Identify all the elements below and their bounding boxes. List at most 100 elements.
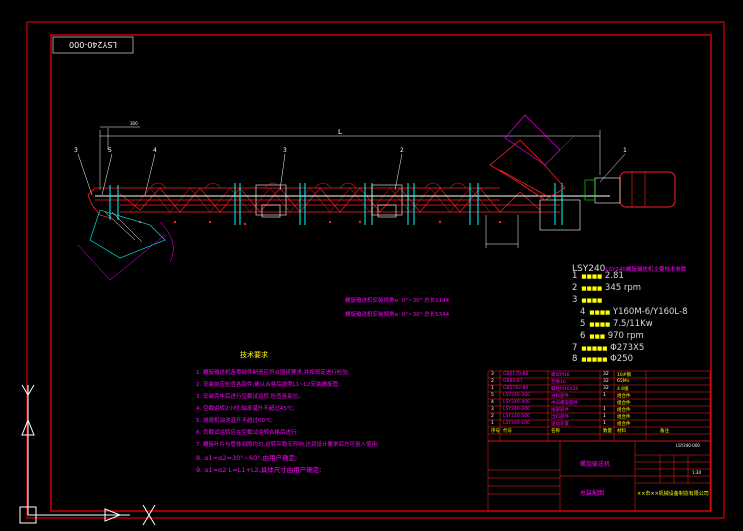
bom-cell-unit: 10#钢 bbox=[617, 373, 631, 378]
spec-row-7: 7■■■■■ Φ273X5 bbox=[572, 343, 645, 353]
bom-cell-no: 1 bbox=[491, 421, 494, 426]
inlet-section bbox=[77, 209, 174, 281]
svg-text:3: 3 bbox=[74, 147, 78, 154]
screw-flights-2 bbox=[129, 187, 491, 213]
drive-motor bbox=[584, 171, 676, 208]
bom-header-code: 代号 bbox=[503, 429, 512, 434]
hanger-bearings bbox=[109, 183, 563, 225]
bom-header-name: 名称 bbox=[551, 429, 560, 434]
title-scale: 1:30 bbox=[692, 470, 701, 475]
bom-cell-code: LSY240-200 bbox=[503, 407, 530, 412]
svg-text:5: 5 bbox=[108, 147, 112, 154]
bom-cell-unit: 65Mn bbox=[617, 379, 630, 384]
bom-cell-qty: 1 bbox=[603, 407, 606, 412]
bom-cell-no: 4 bbox=[491, 400, 494, 405]
bom-cell-name: 进料部件 bbox=[551, 394, 569, 399]
tech-req-4: 4. 空载运转2小时,轴承温升不超过45℃; bbox=[196, 406, 295, 412]
bom-cell-unit: 组合件 bbox=[617, 415, 631, 420]
bom-cell-no: 3 bbox=[491, 372, 494, 377]
bom-header-no: 序号 bbox=[491, 429, 500, 434]
bom-cell-no: 1 bbox=[491, 386, 494, 391]
flange-bumps bbox=[149, 182, 467, 189]
bom-cell-code: LSY240-400 bbox=[503, 400, 530, 405]
tech-req-7: 7. 螺旋叶片与管体间隙均匀,运转平稳无异响,达到设计要求后方可投入使用; bbox=[196, 442, 379, 448]
drawing-number-stamp: LSY240-000 bbox=[69, 40, 117, 49]
tech-req-heading: 技术要求 bbox=[240, 351, 268, 359]
bom-cell-code: LSY240-500 bbox=[503, 414, 530, 419]
dim-top-label: 300 bbox=[130, 121, 138, 126]
discharge-chute bbox=[489, 139, 566, 201]
title-block-grid bbox=[487, 440, 711, 512]
bom-cell-name: 螺栓M16X50 bbox=[551, 387, 579, 392]
ucs-axis-icon bbox=[19, 384, 156, 526]
bom-cell-code: GB6170-86 bbox=[503, 372, 529, 377]
spec-title: LSY240LSY240螺旋输送机主要技术参数 bbox=[572, 264, 687, 274]
inlet-hopper-outline bbox=[504, 114, 561, 166]
bom-cell-qty: 32 bbox=[603, 372, 609, 377]
bom-cell-no: 5 bbox=[491, 393, 494, 398]
bom-cell-qty: 32 bbox=[603, 379, 609, 384]
bom-cell-no: 2 bbox=[491, 379, 494, 384]
title-assembly: 总装配图 bbox=[580, 490, 605, 497]
bom-cell-unit: 组合件 bbox=[617, 401, 631, 406]
svg-text:1: 1 bbox=[623, 147, 627, 154]
svg-text:4: 4 bbox=[153, 147, 157, 154]
bom-cell-name: 尾部部件 bbox=[551, 408, 569, 413]
spec-row-5: 5■■■■ 7.5/11Kw bbox=[580, 319, 653, 329]
title-company: ××市××机械设备制造有限公司 bbox=[637, 491, 709, 497]
bom-cell-no: 2 bbox=[491, 414, 494, 419]
bom-cell-qty: 32 bbox=[603, 386, 609, 391]
drawing-border-inner bbox=[50, 34, 712, 512]
bom-cell-code: LSY240-100 bbox=[503, 421, 530, 426]
tech-req-6: 6. 负载试运转应在空载试运转合格后进行; bbox=[196, 430, 299, 436]
spec-row-4: 4■■■■ Y160M-6/Y160L-8 bbox=[580, 307, 688, 317]
bom-header-note: 备注 bbox=[660, 429, 669, 434]
drawing-border-outer bbox=[26, 21, 725, 519]
bom-header-unit: 材料 bbox=[617, 429, 626, 434]
support-brackets bbox=[255, 184, 581, 231]
tech-req-8: 8. α1=α2=30°~60°,由用户确定; bbox=[196, 454, 298, 462]
drawing-number-stamp-box bbox=[52, 36, 134, 54]
bom-cell-code: LSY240-300 bbox=[503, 393, 530, 398]
callout-leaders bbox=[77, 153, 626, 196]
title-drawing-no: LSY240-000 bbox=[676, 443, 700, 448]
install-note-2: 螺旋输送机安装倾角α: 0°~30° 总长5344 bbox=[345, 312, 450, 318]
install-note-1: 螺旋输送机安装倾角α: 0°~30° 总长1144 bbox=[345, 298, 450, 304]
tech-req-9: 9. α1=α2 L=L1+L2,具体尺寸由用户确定; bbox=[196, 466, 322, 474]
spec-row-6: 6■■■ 970 rpm bbox=[580, 331, 644, 341]
tech-req-3: 3. 安装完毕后进行空载试运转,检查各部位。 bbox=[196, 394, 304, 400]
bom-table-grid bbox=[487, 370, 711, 442]
svg-text:2: 2 bbox=[400, 147, 404, 154]
bom-cell-qty: 1 bbox=[603, 393, 606, 398]
chute-dim-1 bbox=[559, 134, 576, 151]
bom-cell-name: 驱动装置 bbox=[551, 422, 569, 427]
spec-row-3: 3■■■■ bbox=[572, 295, 603, 305]
bom-cell-code: GB93-87 bbox=[503, 379, 523, 384]
bom-cell-name: 螺母M16 bbox=[551, 373, 570, 378]
bom-header-qty: 数量 bbox=[603, 429, 612, 434]
tech-req-1: 1. 螺旋输送机各零部件制造应符合图纸要求,并按规定进行检验; bbox=[196, 370, 350, 376]
bom-cell-unit: 组合件 bbox=[617, 422, 631, 427]
length-label: L bbox=[338, 128, 342, 136]
overall-dimension bbox=[99, 126, 601, 190]
callout-numbers: 3 5 4 3 2 1 bbox=[74, 147, 627, 154]
spec-row-2: 2■■■■ 345 rpm bbox=[572, 283, 642, 293]
tech-req-2: 2. 安装前应检查各部件,确认合格后按照L1~L2安装螺旋管; bbox=[196, 382, 340, 388]
bom-cell-name: 出料部件 bbox=[551, 415, 569, 420]
bom-cell-qty: 1 bbox=[603, 421, 606, 426]
bom-cell-name: 垫圈16 bbox=[551, 380, 566, 385]
bottom-dimension bbox=[485, 215, 519, 248]
svg-text:3: 3 bbox=[283, 147, 287, 154]
tech-req-5: 5. 减速机油池温升不超过60℃; bbox=[196, 418, 274, 424]
bom-cell-no: 3 bbox=[491, 407, 494, 412]
support-feet bbox=[138, 220, 502, 226]
spec-row-8: 8■■■■■ Φ250 bbox=[572, 354, 634, 364]
spec-row-1: 1■■■■ 2.81 bbox=[572, 271, 624, 281]
bom-cell-unit: 组合件 bbox=[617, 408, 631, 413]
bom-cell-unit: 4.6级 bbox=[617, 387, 629, 392]
bom-cell-unit: 组合件 bbox=[617, 394, 631, 399]
bom-cell-name: 中间螺旋部件 bbox=[551, 401, 578, 406]
bom-cell-code: GB5782-86 bbox=[503, 386, 529, 391]
title-product: 螺旋输送机 bbox=[580, 461, 611, 468]
